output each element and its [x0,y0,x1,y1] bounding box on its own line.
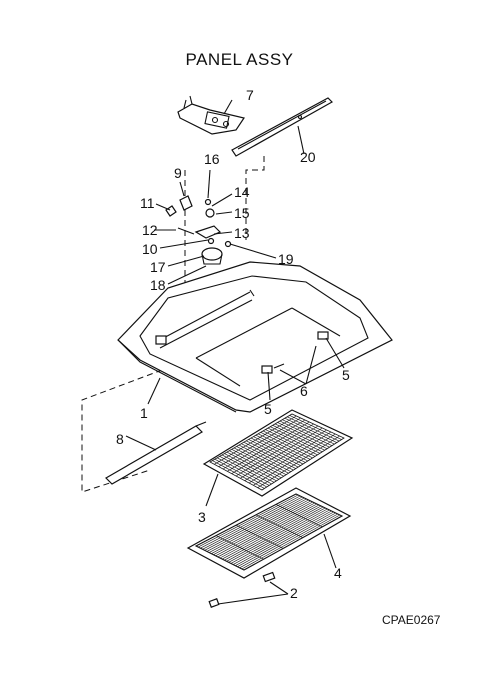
part-20-strip [231,97,333,157]
leader-lines [125,99,345,605]
callout-7: 7 [246,87,254,103]
callout-13: 13 [234,225,250,241]
part-2-clips [208,571,276,608]
small-parts-cluster [165,195,232,265]
callout-15: 15 [234,205,250,221]
callout-5-right: 5 [342,367,350,383]
part-3-filter-grid [202,409,354,497]
callout-9: 9 [174,165,182,181]
part-7-bracket [177,95,245,135]
part-8-rod [105,421,207,485]
callout-5-left: 5 [264,401,272,417]
diagram-code: CPAE0267 [382,613,441,627]
part-4-rack [186,487,352,579]
diagram-title: PANEL ASSY [185,50,294,69]
callout-16: 16 [204,151,220,167]
callout-1: 1 [140,405,148,421]
callout-4: 4 [334,565,342,581]
callout-6: 6 [300,383,308,399]
callout-10: 10 [142,241,158,257]
callout-12: 12 [142,222,158,238]
callout-19: 19 [278,251,294,267]
callout-20: 20 [300,149,316,165]
callout-11: 11 [140,195,155,211]
callout-2: 2 [290,585,298,601]
callout-8: 8 [116,431,124,447]
part-1-panel [117,261,393,413]
callout-3: 3 [198,509,206,525]
callout-18: 18 [150,277,166,293]
callout-14: 14 [234,184,250,200]
callout-17: 17 [150,259,166,275]
